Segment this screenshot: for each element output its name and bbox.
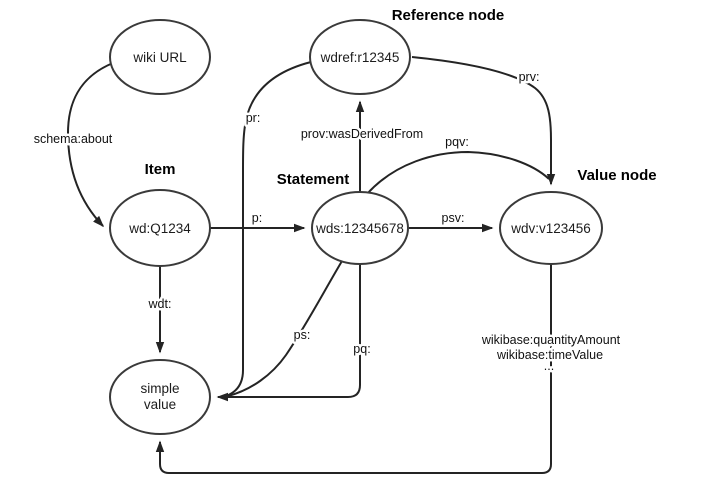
edge-label-wikibase-line1: wikibase:quantityAmount [481,333,621,347]
edge-label-wikibase-ellipsis: ... [544,359,554,373]
node-wdv-shape [499,191,603,265]
group-labels: Reference node Item Statement Value node [145,7,657,188]
edge-label-prv: prv: [519,70,540,84]
edge-label-wikibase-line2: wikibase:timeValue [496,348,603,362]
group-label-value-node: Value node [577,167,656,184]
group-label-statement: Statement [277,171,350,188]
edge-label-prov-was-derived-from: prov:wasDerivedFrom [301,127,423,141]
node-wdv: wdv:v123456 [499,191,603,265]
edge-ps [227,260,343,397]
edge-label-pqv: pqv: [445,135,469,149]
edge-labels: schema:about pr: prov:wasDerivedFrom pqv… [31,68,623,376]
node-wdv-label: wdv:v123456 [510,221,591,236]
edge-label-p: p: [252,211,262,225]
node-wd-label: wd:Q1234 [128,221,191,236]
edge-schema-about [66,62,114,228]
node-wdref: wdref:r12345 [309,19,411,95]
edges [66,56,556,474]
node-simple-value-shape [109,359,211,435]
node-wdref-label: wdref:r12345 [320,50,400,65]
node-simple-value: simple value [109,359,211,435]
node-wiki-url-label: wiki URL [132,50,187,65]
node-wds-shape [311,191,409,265]
edge-pr [225,61,312,397]
node-wiki-url-shape [109,19,211,95]
edge-label-pr: pr: [246,111,261,125]
edge-pq [216,264,361,402]
group-label-reference-node: Reference node [392,7,505,24]
node-simple-value-label-line2: value [144,397,176,412]
edge-prv [411,56,556,186]
node-wds: wds:12345678 [311,191,409,265]
node-wiki-url: wiki URL [109,19,211,95]
edge-label-pq: pq: [353,342,370,356]
edge-label-schema-about: schema:about [34,132,113,146]
group-label-item: Item [145,161,176,178]
node-wd-shape [109,189,211,267]
edge-label-wdt: wdt: [148,297,172,311]
edge-label-psv: psv: [442,211,465,225]
edge-label-ps: ps: [294,328,311,342]
node-simple-value-label-line1: simple [140,381,179,396]
edge-wikibase-value-props [155,264,552,474]
node-wd: wd:Q1234 [109,189,211,267]
edge-pqv [366,150,550,195]
node-wdref-shape [309,19,411,95]
node-wds-label: wds:12345678 [315,221,404,236]
nodes: wiki URL wdref:r12345 wd:Q1234 wds:12345… [109,19,603,435]
